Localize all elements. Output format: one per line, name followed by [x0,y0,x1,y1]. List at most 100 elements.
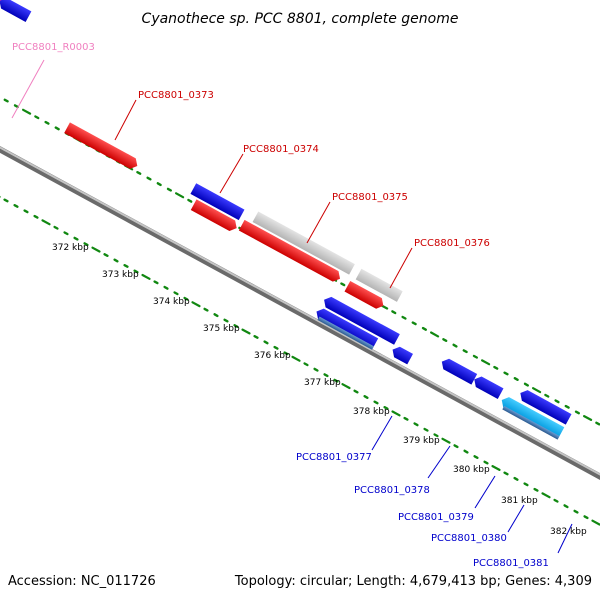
gene-label-0378[interactable]: PCC8801_0378 [354,485,430,496]
gene-feature-0373[interactable] [64,122,140,171]
scale-minor-tick [3,198,9,203]
kbp-label: 378 kbp [353,407,390,417]
scale-minor-tick [173,291,179,296]
scale-minor-tick [353,389,359,394]
scale-minor-tick [523,382,529,387]
gene-feature-0376[interactable] [355,268,403,302]
gene-label-0373[interactable]: PCC8801_0373 [138,90,214,101]
kbp-scale-labels: 372 kbp 373 kbp 374 kbp 375 kbp 376 kbp … [52,243,587,537]
gene-label-0374[interactable]: PCC8801_0374 [243,144,319,155]
gene-feature-0381[interactable] [499,395,565,438]
scale-major-tick [291,355,301,362]
kbp-label: 372 kbp [52,243,89,253]
gene-feature-right-blue[interactable] [517,388,572,425]
scale-minor-tick [513,377,519,381]
scale-major-tick [141,273,151,280]
gene-label-0379[interactable]: PCC8801_0379 [398,512,474,523]
scale-minor-tick [83,242,89,247]
scale-minor-tick [223,318,229,323]
scale-minor-tick [203,307,209,312]
scale-minor-tick [340,282,346,287]
gene-label-0380[interactable]: PCC8801_0380 [431,533,507,544]
scale-major-tick [582,415,593,421]
scale-minor-tick [472,354,478,359]
scale-minor-tick [554,399,560,404]
scale-major-tick [591,519,600,526]
scale-minor-tick [503,471,509,476]
scale-minor-tick [146,176,152,181]
gene-feature-0377[interactable] [321,294,400,345]
scale-major-tick [91,246,101,253]
scale-minor-tick [462,349,468,354]
scale-minor-tick [133,269,139,274]
scale-major-tick [175,192,185,199]
gene-feature-0376b[interactable] [344,280,387,311]
gene-label-0375[interactable]: PCC8801_0375 [332,192,408,203]
scale-minor-tick [433,433,439,438]
scale-minor-tick [53,225,59,230]
kbp-label: 375 kbp [203,324,240,334]
scale-minor-tick [166,187,173,192]
scale-minor-tick [523,482,529,487]
gene-feature-left-blue[interactable] [0,0,32,22]
gene-feature-0375b[interactable] [238,219,343,284]
scale-minor-tick [411,321,417,326]
scale-minor-tick [401,315,407,320]
scale-minor-tick [3,98,9,103]
scale-minor-tick [513,476,519,481]
scale-minor-tick [383,406,389,410]
scale-major-tick [22,108,32,115]
scale-minor-tick [533,487,539,492]
scale-major-tick [491,465,501,471]
scale-minor-tick [574,410,580,415]
gene-feature-0379[interactable] [390,344,413,365]
scale-minor-tick [13,203,19,208]
gene-label-0381[interactable]: PCC8801_0381 [473,558,549,569]
kbp-label: 373 kbp [102,270,139,280]
scale-minor-tick [423,427,429,432]
scale-minor-tick [442,338,448,342]
kbp-label: 382 kbp [550,527,587,537]
gene-feature-0375[interactable] [252,211,355,275]
scale-minor-tick [63,231,69,236]
scale-minor-tick [453,444,459,449]
scale-minor-tick [273,345,279,350]
gene-feature-0380[interactable] [439,356,478,385]
gene-label-r0003[interactable]: PCC8801_R0003 [12,42,95,53]
gene-feature-0374[interactable] [190,199,240,233]
scale-minor-tick [503,371,509,376]
scale-minor-tick [253,335,259,339]
gene-feature-0374a[interactable] [190,183,245,221]
kbp-label: 381 kbp [501,496,538,506]
scale-minor-tick [363,395,369,399]
scale-minor-tick [263,340,269,345]
scale-minor-tick [564,404,570,409]
scale-minor-tick [583,515,589,520]
inner-scale-track [0,195,600,526]
scale-major-tick [430,331,440,338]
gene-label-0376[interactable]: PCC8801_0376 [414,238,490,249]
scale-minor-tick [421,326,427,331]
scale-minor-tick [156,182,162,187]
scale-minor-tick [323,373,329,378]
gene-feature-0380b[interactable] [471,374,504,399]
scale-major-tick [441,437,451,444]
scale-minor-tick [573,509,579,514]
scale-minor-tick [136,170,142,175]
gene-feature-0378[interactable] [314,306,379,349]
gene-label-0377[interactable]: PCC8801_0377 [296,452,372,463]
scale-minor-tick [213,313,219,318]
gene-labels: PCC8801_R0003 PCC8801_0373 PCC8801_0374 … [12,42,549,569]
scale-minor-tick [493,365,499,370]
leader-lines [11,59,573,554]
scale-minor-tick [452,343,458,348]
scale-minor-tick [544,393,550,398]
scale-major-tick [341,383,351,390]
scale-minor-tick [23,209,29,214]
kbp-label: 376 kbp [254,351,291,361]
scale-minor-tick [553,498,559,503]
scale-minor-tick [187,198,193,203]
gene-feature-0378-border [317,316,374,350]
